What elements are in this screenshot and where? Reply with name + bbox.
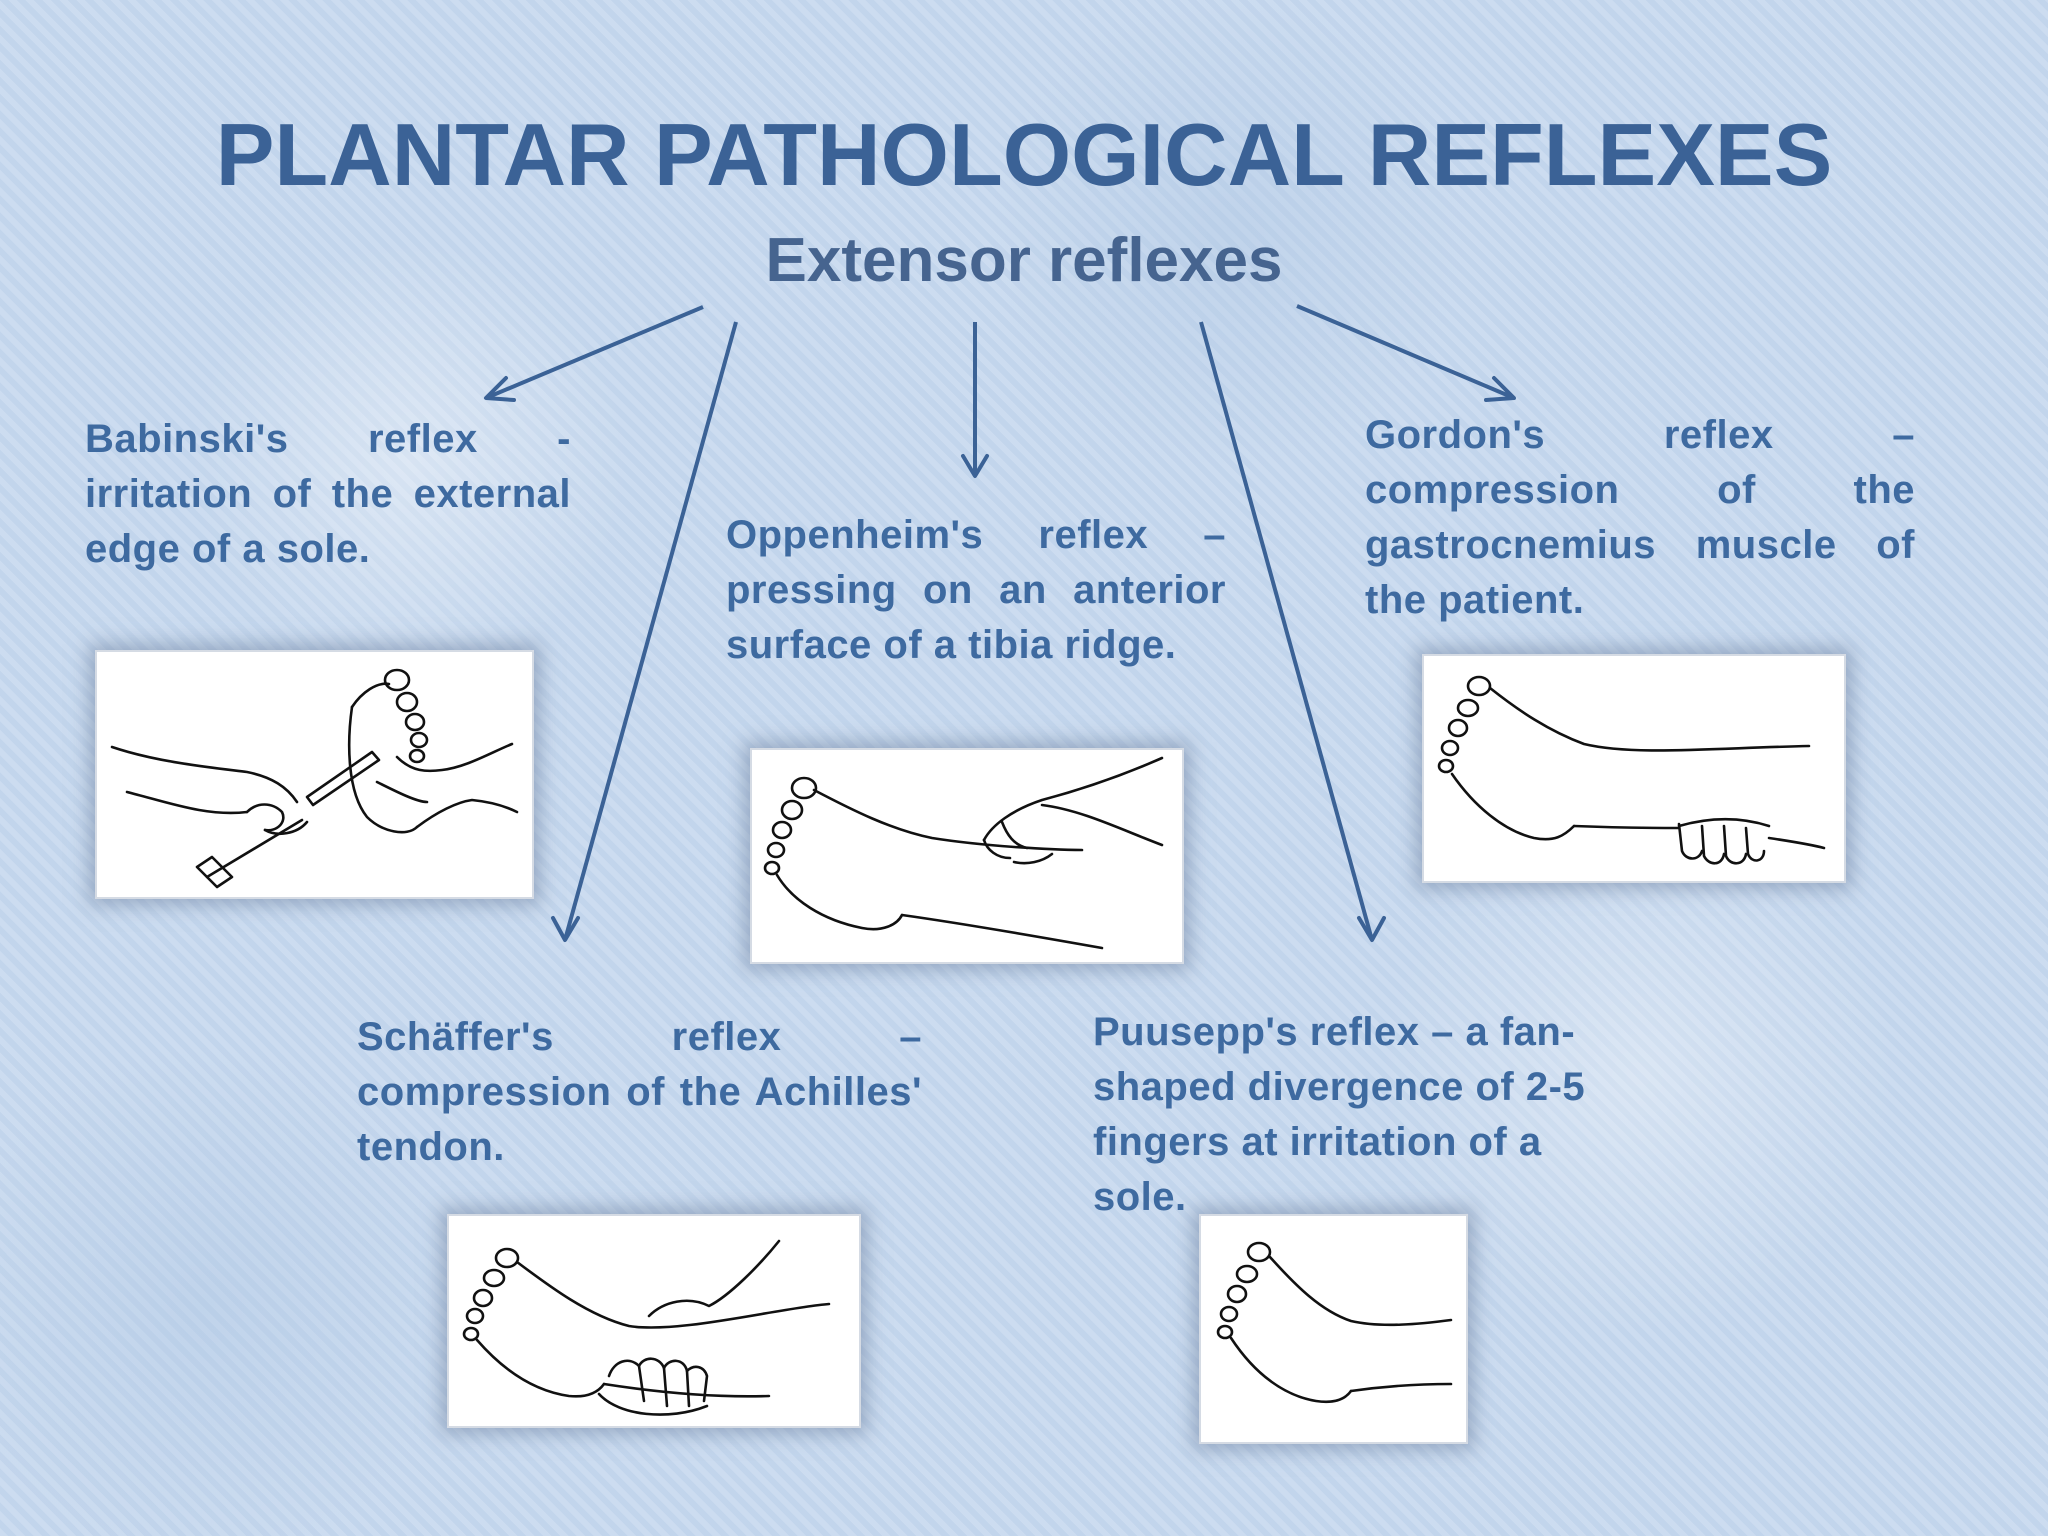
- babinski-illustration: [95, 650, 534, 899]
- arrow-to-puusepp: [1199, 321, 1386, 942]
- gordon-description: Gordon's reflex – compression of the gas…: [1365, 413, 1915, 622]
- toe-fan-icon: [1216, 1241, 1453, 1404]
- schaffer-illustration: [447, 1214, 861, 1428]
- babinski-description: Babinski's reflex - irritation of the ex…: [85, 417, 571, 571]
- arrow-to-schaffer: [551, 321, 738, 942]
- page-title: PLANTAR PATHOLOGICAL REFLEXES: [215, 105, 1833, 204]
- calf-squeeze-icon: [1437, 675, 1826, 865]
- oppenheim-illustration: [750, 748, 1184, 964]
- puusepp-illustration: [1199, 1214, 1468, 1444]
- oppenheim-description: Oppenheim's reflex – pressing on an ante…: [726, 513, 1226, 667]
- shin-press-icon: [763, 756, 1164, 950]
- foot-stroke-hammer-icon: [110, 668, 519, 889]
- gordon-illustration: [1422, 654, 1846, 883]
- puusepp-description: Puusepp's reflex – a fan-shaped divergen…: [1093, 1010, 1586, 1219]
- arrow-to-oppenheim: [961, 322, 989, 478]
- arrow-to-gordon: [1296, 304, 1516, 402]
- schaffer-description: Schäffer's reflex – compression of the A…: [357, 1015, 922, 1169]
- arrow-to-babinski: [484, 305, 704, 402]
- subtitle-extensor-reflexes: Extensor reflexes: [765, 226, 1283, 295]
- achilles-squeeze-icon: [462, 1239, 831, 1416]
